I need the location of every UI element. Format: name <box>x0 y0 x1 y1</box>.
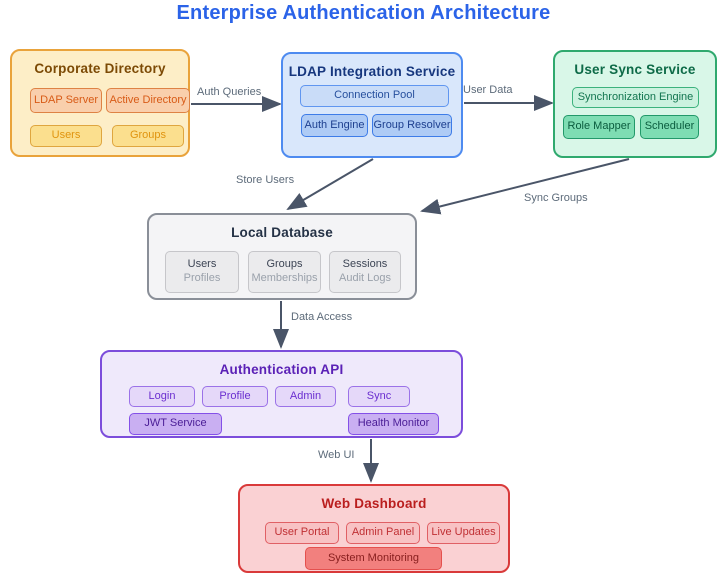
node-db-sessions: Sessions Audit Logs <box>329 251 401 293</box>
group-title: Corporate Directory <box>34 61 166 76</box>
node-group-resolver: Group Resolver <box>372 114 452 137</box>
arrow-label-web-ui: Web UI <box>318 449 355 461</box>
node-line1: Groups <box>266 258 303 271</box>
arrow-label-store-users: Store Users <box>236 174 295 186</box>
group-title: Authentication API <box>219 362 344 377</box>
node-jwt-service: JWT Service <box>129 413 222 435</box>
node-line1: Sessions <box>342 258 388 271</box>
node-profile: Profile <box>202 386 268 407</box>
node-connection-pool: Connection Pool <box>300 85 449 107</box>
node-line2: Audit Logs <box>339 272 391 284</box>
node-synchronization-engine: Synchronization Engine <box>572 87 699 108</box>
node-admin-panel: Admin Panel <box>346 522 420 544</box>
node-db-groups: Groups Memberships <box>248 251 321 293</box>
node-sync: Sync <box>348 386 410 407</box>
node-login: Login <box>129 386 195 407</box>
arrow-store-users <box>286 158 374 211</box>
node-health-monitor: Health Monitor <box>348 413 439 435</box>
node-ldap-server: LDAP Server <box>30 88 102 113</box>
arrow-label-auth-queries: Auth Queries <box>197 86 262 98</box>
node-system-monitoring: System Monitoring <box>305 547 442 570</box>
group-title: User Sync Service <box>574 62 696 77</box>
node-user-portal: User Portal <box>265 522 339 544</box>
arrow-label-user-data: User Data <box>463 84 513 96</box>
group-ldap-integration-service: LDAP Integration Service Connection Pool… <box>281 52 463 158</box>
node-active-directory: Active Directory <box>106 88 190 113</box>
node-role-mapper: Role Mapper <box>563 115 635 139</box>
group-user-sync-service: User Sync Service Synchronization Engine… <box>553 50 717 158</box>
node-groups: Groups <box>112 125 184 147</box>
group-authentication-api: Authentication API Login Profile Admin S… <box>100 350 463 438</box>
node-scheduler: Scheduler <box>640 115 699 139</box>
arrow-label-sync-groups: Sync Groups <box>524 192 588 204</box>
node-live-updates: Live Updates <box>427 522 500 544</box>
node-admin: Admin <box>275 386 336 407</box>
node-line1: Users <box>187 258 217 271</box>
group-corporate-directory: Corporate Directory LDAP Server Active D… <box>10 49 190 157</box>
group-title: Web Dashboard <box>321 496 427 511</box>
node-auth-engine: Auth Engine <box>301 114 368 137</box>
node-line2: Memberships <box>251 272 318 284</box>
group-title: Local Database <box>231 225 333 240</box>
node-line2: Profiles <box>183 272 221 284</box>
group-web-dashboard: Web Dashboard User Portal Admin Panel Li… <box>238 484 510 573</box>
group-local-database: Local Database Users Profiles Groups Mem… <box>147 213 417 300</box>
arrow-label-data-access: Data Access <box>291 311 353 323</box>
node-users: Users <box>30 125 102 147</box>
group-title: LDAP Integration Service <box>288 64 456 79</box>
diagram-title: Enterprise Authentication Architecture <box>176 2 551 24</box>
node-db-users: Users Profiles <box>165 251 239 293</box>
